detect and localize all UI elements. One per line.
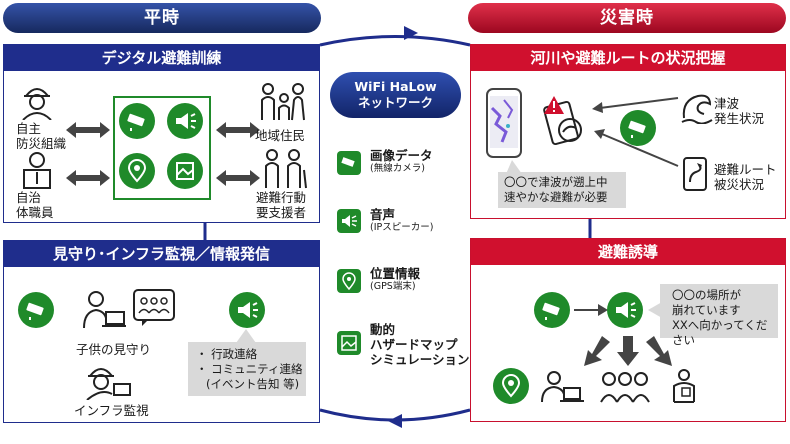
- person-laptop-icon: [541, 371, 584, 403]
- location-pin-icon: [119, 153, 155, 189]
- double-arrow-icon: [216, 122, 260, 138]
- arrow-left-icon: [594, 129, 605, 139]
- official-person-icon: [23, 152, 51, 189]
- route-phone-icon: [683, 157, 707, 191]
- arrow-right-icon: [574, 304, 608, 316]
- center-item-location: 位置情報 (GPS端末): [370, 266, 421, 292]
- label-tsunami-status: 津波発生状況: [714, 96, 765, 126]
- panel-title-monitoring: 見守り･インフラ監視／情報発信: [4, 241, 319, 267]
- camera-icon: [620, 110, 656, 146]
- double-arrow-icon: [216, 170, 260, 186]
- disaster-time-header: 災害時: [468, 3, 786, 33]
- speech-tail: [648, 302, 662, 318]
- device-grid: [113, 96, 211, 200]
- double-arrow-icon: [66, 122, 110, 138]
- guidance-note: 〇〇の場所が 崩れています XXへ向かってください: [660, 284, 778, 347]
- family-icon: [261, 83, 305, 121]
- alert-phone-icon: [543, 96, 582, 146]
- worker-helmet-icon: [22, 88, 52, 120]
- camera-icon: [534, 292, 570, 328]
- arrow-down-icon: [617, 336, 639, 366]
- panel-title-guidance: 避難誘導: [471, 239, 785, 265]
- panel-title-situation: 河川や避難ルートの状況把握: [471, 45, 785, 71]
- location-pin-icon: [336, 268, 362, 294]
- person-laptop-icon: [83, 291, 126, 329]
- elderly-support-icon: [265, 149, 307, 189]
- tsunami-wave-icon: [681, 94, 713, 124]
- arrow-left-icon: [592, 102, 603, 113]
- guidance-arrows: [584, 336, 672, 366]
- panel-title-training: デジタル避難訓練: [4, 45, 319, 71]
- speech-tail: [236, 329, 256, 343]
- crowd-icon: [600, 372, 650, 403]
- label-residents: 地域住民: [255, 128, 306, 143]
- speech-tail: [506, 160, 522, 174]
- arrow-down-right-icon: [646, 336, 672, 366]
- cycle-arrow-right-icon: [404, 26, 418, 40]
- label-route-damage: 避難ルート被災状況: [714, 162, 777, 192]
- camera-icon: [18, 292, 54, 328]
- location-pin-icon: [493, 368, 529, 404]
- center-item-image: 画像データ (無線カメラ): [370, 148, 433, 174]
- center-item-hazard-map: 動的 ハザードマップ シミュレーション: [370, 322, 470, 367]
- speaker-icon: [607, 292, 643, 328]
- wheelchair-user-icon: [673, 369, 695, 403]
- label-voluntary-org: 自主防災組織: [16, 121, 67, 151]
- label-infra-monitoring: インフラ監視: [74, 403, 149, 418]
- speaker-icon: [167, 103, 203, 139]
- training-arrows-right: [216, 122, 260, 186]
- center-item-audio: 音声 (IPスピーカー): [370, 207, 434, 233]
- label-support-needed: 避難行動要支援者: [256, 190, 307, 220]
- map-phone-icon: [486, 88, 522, 158]
- normal-time-header: 平時: [3, 3, 321, 33]
- double-arrow-icon: [66, 170, 110, 186]
- panel-digital-training: デジタル避難訓練: [3, 44, 320, 223]
- camera-icon: [119, 103, 155, 139]
- map-icon: [167, 153, 203, 189]
- speaker-icon: [229, 292, 265, 328]
- map-icon: [336, 330, 362, 356]
- wifi-halow-network: WiFi HaLow ネットワーク: [330, 72, 461, 118]
- group-chat-icon: [133, 289, 175, 326]
- label-child-watch: 子供の見守り: [76, 342, 152, 357]
- situation-arrows: [592, 97, 679, 167]
- cycle-arrow-left-icon: [388, 414, 402, 428]
- situation-note: 〇〇で津波が遡上中 速やかな避難が必要: [498, 172, 626, 208]
- arrow-down-left-icon: [584, 336, 610, 366]
- training-arrows-left: [66, 122, 110, 186]
- worker-helmet-icon: [86, 368, 131, 400]
- label-municipal-staff: 自治体職員: [16, 190, 54, 220]
- camera-icon: [336, 150, 362, 176]
- announcement-bubble: ・ 行政連絡 ・ コミュニティ連絡 (イベント告知 等): [188, 342, 306, 396]
- panel-monitoring: 見守り･インフラ監視／情報発信: [3, 240, 320, 423]
- speaker-icon: [336, 208, 362, 234]
